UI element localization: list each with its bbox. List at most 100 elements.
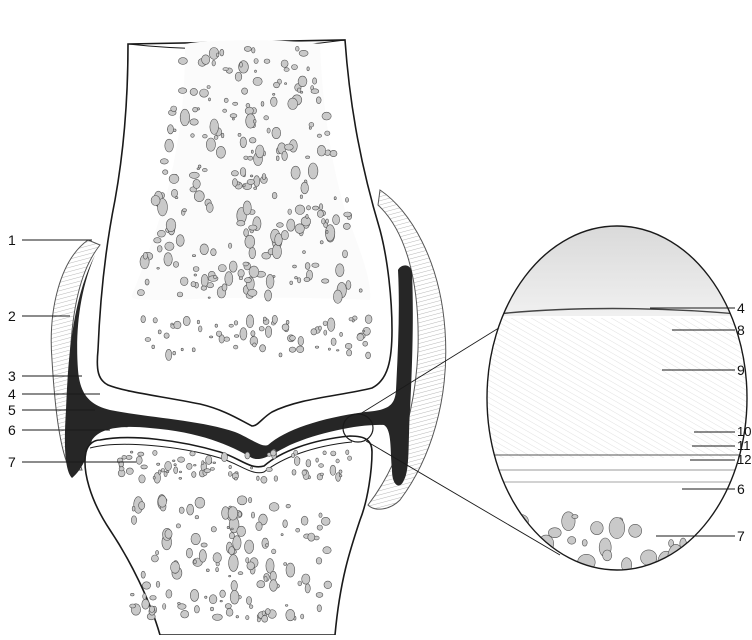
pore: [231, 581, 237, 591]
pore: [156, 551, 159, 555]
pore: [230, 114, 237, 118]
pore: [309, 122, 314, 127]
pore: [132, 506, 135, 511]
pore: [173, 351, 176, 355]
pore: [326, 219, 329, 223]
pore: [316, 458, 319, 462]
pore: [308, 533, 315, 541]
inset-label-4: 4: [737, 301, 745, 315]
pore: [284, 563, 287, 566]
pore: [201, 543, 207, 547]
pore: [497, 535, 506, 550]
pore: [240, 62, 243, 67]
pore: [265, 326, 271, 337]
pore: [246, 315, 253, 328]
pore: [183, 209, 187, 212]
pore: [251, 331, 255, 337]
pore: [236, 616, 239, 618]
pore: [272, 127, 281, 138]
pore: [298, 581, 302, 586]
pore: [164, 333, 169, 338]
pore: [177, 292, 183, 297]
pore: [199, 550, 206, 563]
pore: [316, 592, 323, 597]
pore: [141, 316, 146, 323]
pore: [201, 286, 207, 290]
pore: [301, 182, 309, 194]
pore: [312, 263, 319, 267]
pore: [366, 352, 371, 359]
pore: [226, 608, 233, 616]
pore: [319, 513, 322, 518]
pore: [346, 281, 351, 290]
pore: [311, 329, 317, 335]
pore: [508, 531, 522, 552]
pore: [242, 88, 248, 94]
pore: [213, 462, 216, 464]
pore: [194, 606, 199, 613]
pore: [248, 156, 253, 160]
pore: [190, 119, 198, 125]
pore: [244, 278, 251, 283]
pore: [143, 252, 147, 259]
pore: [297, 346, 304, 353]
pore: [247, 179, 254, 184]
pore: [363, 341, 368, 346]
pore: [245, 235, 255, 248]
pore: [139, 475, 145, 483]
pore: [176, 235, 184, 247]
pore: [243, 184, 245, 187]
pore: [263, 317, 266, 321]
pore: [322, 279, 329, 283]
pore: [317, 605, 321, 612]
pore: [294, 457, 300, 466]
pore: [202, 461, 204, 465]
pore: [298, 76, 307, 87]
pore: [237, 220, 245, 226]
pore: [282, 324, 289, 331]
pore: [223, 68, 228, 71]
pore: [254, 120, 257, 124]
pore: [291, 454, 294, 458]
pore: [290, 336, 296, 341]
pore: [172, 460, 175, 462]
pore: [231, 171, 238, 176]
pore: [216, 146, 225, 158]
pore: [131, 593, 135, 596]
pore: [166, 471, 169, 473]
pore: [264, 576, 267, 581]
pore: [306, 460, 311, 467]
pore: [347, 350, 352, 356]
pore: [223, 109, 227, 112]
pore: [331, 451, 336, 456]
pore: [285, 83, 287, 85]
pore: [153, 318, 157, 323]
pore: [286, 563, 295, 577]
pore: [345, 198, 348, 203]
pore: [316, 558, 322, 565]
pore: [330, 150, 337, 156]
pore: [145, 279, 149, 285]
pore: [365, 315, 372, 324]
pore: [166, 219, 176, 232]
pore: [142, 582, 150, 589]
pore: [176, 524, 180, 528]
pore: [255, 70, 257, 72]
pore: [165, 530, 172, 539]
pore: [246, 616, 249, 620]
pore: [229, 465, 232, 468]
pore: [235, 72, 242, 81]
pore: [166, 590, 172, 598]
pore: [249, 247, 256, 258]
pore: [210, 119, 219, 134]
pore: [306, 156, 310, 159]
pore: [211, 249, 217, 256]
pore: [302, 574, 310, 584]
pore: [174, 321, 181, 329]
pore: [225, 272, 233, 286]
pore: [272, 315, 277, 323]
pore: [249, 138, 256, 143]
pore: [195, 516, 199, 519]
label-3: 3: [8, 369, 16, 383]
